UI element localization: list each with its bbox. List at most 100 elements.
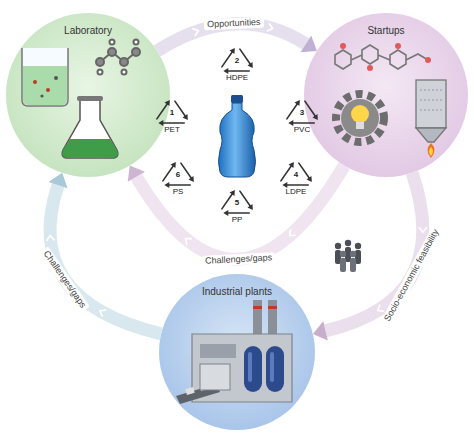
flask-rim: [77, 96, 103, 101]
arrowhead: [128, 166, 145, 182]
atom: [96, 58, 104, 66]
tank-shine: [248, 352, 252, 382]
triangle-side: [240, 191, 252, 208]
flow-band: [50, 185, 161, 334]
particle: [46, 88, 50, 92]
resin-code-number: 2: [235, 55, 239, 67]
arrowhead: [49, 173, 68, 188]
head: [350, 251, 356, 257]
triangle-side: [163, 164, 175, 181]
atom: [98, 70, 103, 75]
resin-code-name: LDPE: [286, 187, 307, 197]
reactor-body: [416, 80, 446, 128]
flow-band: [136, 166, 344, 260]
flow-label: Socio-economic feasibility: [381, 225, 443, 326]
circle-title: Industrial plants: [159, 274, 315, 297]
resin-code-name: PS: [173, 187, 184, 197]
triangle-arrowhead: [171, 162, 176, 168]
atom: [132, 48, 140, 56]
reactor: [416, 80, 446, 158]
flow-chevron: [186, 239, 192, 245]
triangle-side: [181, 163, 193, 180]
flow-chevron: [378, 304, 384, 311]
triangle-arrowhead: [230, 190, 235, 196]
chimney: [268, 300, 277, 334]
triangle-side: [240, 49, 252, 66]
flask: [62, 96, 118, 158]
gear: [341, 99, 379, 137]
bulb-base: [356, 122, 364, 129]
flow-chevron: [100, 310, 106, 317]
resin-code-name: PP: [232, 215, 243, 225]
triangle-arrowhead: [295, 100, 300, 106]
beaker: [22, 48, 68, 106]
triangle-arrowhead: [288, 120, 293, 126]
bottle: [219, 95, 256, 177]
triangle-arrowhead: [158, 120, 163, 126]
atom: [120, 58, 128, 66]
particle: [33, 80, 37, 84]
tank-shine: [270, 352, 274, 382]
triangle-side: [305, 101, 317, 118]
triangle-side: [287, 102, 299, 119]
triangle-arrowhead: [165, 100, 170, 106]
ring: [390, 50, 406, 69]
triangle-side: [167, 184, 190, 186]
triangle-arrowhead: [248, 204, 253, 210]
reactor-cone: [416, 128, 446, 142]
atom: [134, 40, 139, 45]
resin-code-name: PVC: [294, 125, 310, 135]
triangle-side: [226, 212, 249, 214]
gear-bulb: [336, 94, 384, 142]
packing: [420, 90, 442, 91]
recycling-code: 6PS: [156, 156, 200, 202]
head: [340, 251, 346, 257]
triangle-side: [281, 164, 293, 181]
beaker-glass: [22, 48, 68, 106]
flow-band: [326, 173, 423, 331]
triangle-arrowhead: [164, 182, 169, 188]
triangle-side: [157, 102, 169, 119]
flame: [428, 143, 435, 158]
triangle-arrowhead: [230, 48, 235, 54]
triangle-arrowhead: [248, 62, 253, 68]
triangle-side: [299, 163, 311, 180]
factory: [176, 300, 292, 404]
flow-label: Opportunities: [204, 17, 264, 31]
flame-core: [429, 147, 433, 156]
triangle-arrowhead: [223, 210, 228, 216]
bulb: [351, 105, 369, 123]
tank: [266, 346, 284, 392]
triangle-side: [222, 192, 234, 209]
circle-title: Startups: [304, 13, 468, 36]
ring: [362, 45, 378, 64]
bond: [351, 55, 362, 60]
flask-glass: [62, 100, 118, 158]
recycling-code: 2HDPE: [215, 42, 259, 88]
recycling-code: 1PET: [150, 94, 194, 140]
recycling-code: 4LDPE: [274, 156, 318, 202]
flow-chevron: [46, 236, 54, 241]
triangle-arrowhead: [189, 176, 194, 182]
triangle-side: [226, 70, 249, 72]
stage-circle: Laboratory: [6, 13, 170, 177]
particle: [40, 94, 43, 97]
startup-circle: [304, 13, 468, 177]
resin-code-number: 4: [294, 169, 298, 181]
atom: [122, 70, 127, 75]
arrowhead: [301, 35, 317, 52]
item: [185, 387, 194, 395]
bottle-cap: [231, 95, 243, 103]
plant-circle: [159, 274, 315, 430]
bond: [378, 55, 390, 60]
triangle-side: [291, 122, 314, 124]
recycling-code: 3PVC: [280, 94, 324, 140]
particle: [54, 76, 58, 80]
bottle-body: [219, 103, 256, 177]
flow-chevron: [192, 29, 198, 37]
chimney-band: [253, 306, 262, 309]
tank: [244, 346, 262, 392]
beaker-liquid: [23, 66, 67, 105]
chimney-band: [268, 306, 277, 309]
